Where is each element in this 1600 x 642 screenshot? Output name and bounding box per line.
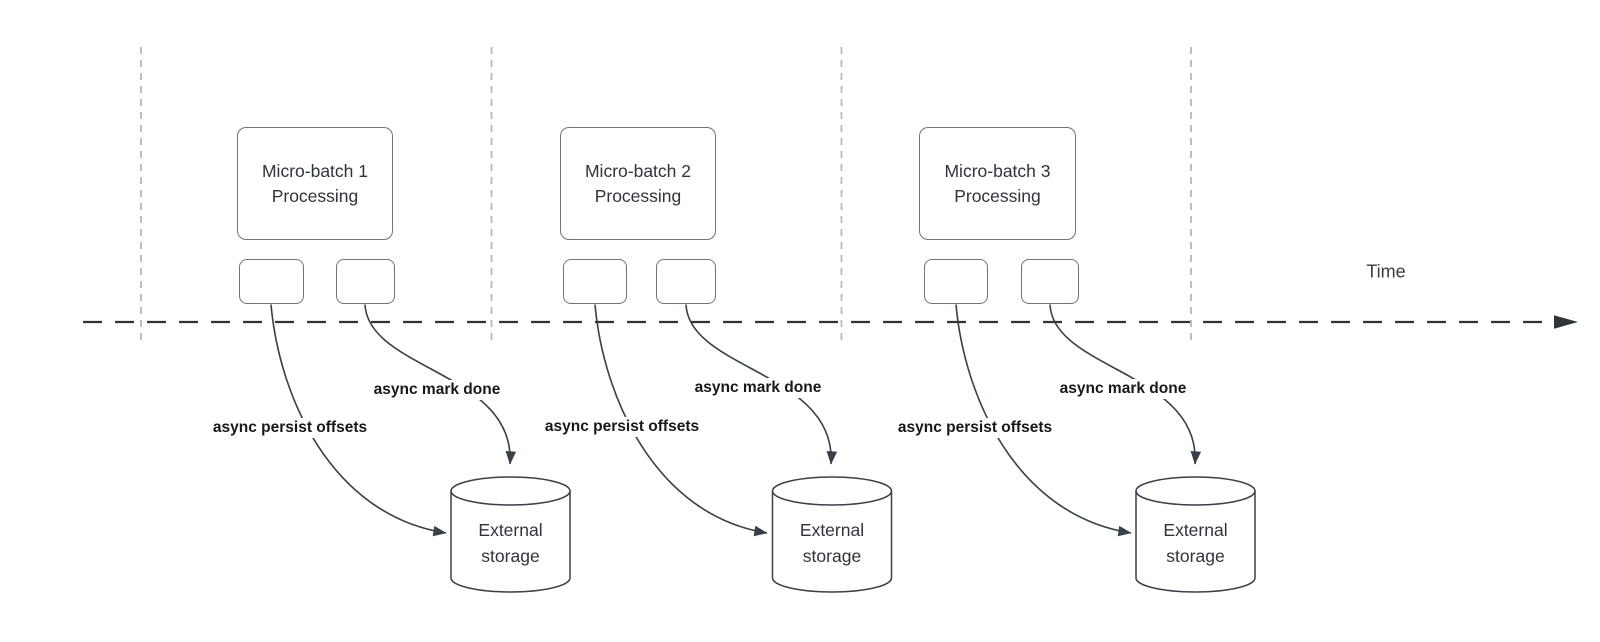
mark-done-label-3: async mark done	[1055, 379, 1191, 399]
micro-batch-1-box: Micro-batch 1 Processing	[237, 127, 393, 240]
time-axis-label: Time	[1366, 261, 1406, 282]
micro-batch-1-title-line1: Micro-batch 1	[261, 160, 368, 181]
storage-label-3-line2: storage	[1166, 546, 1225, 566]
storage-label-1-line1: External	[478, 520, 543, 540]
batch-3-offset-chip	[924, 259, 988, 304]
mark-done-label-1: async mark done	[369, 380, 505, 400]
storage-label-2-line2: storage	[802, 546, 862, 566]
storage-label-1: External storage	[478, 517, 542, 569]
persist-offsets-arrow-3	[955, 304, 1132, 537]
batch-1-offset-chip	[239, 259, 304, 304]
mark-done-arrow-2	[685, 304, 838, 465]
storage-label-3-line1: External	[1163, 520, 1228, 540]
storage-label-3: External storage	[1163, 517, 1227, 569]
storage-cylinder-3	[1135, 476, 1256, 593]
storage-label-2: External storage	[800, 517, 864, 569]
mark-done-label-2: async mark done	[690, 378, 826, 398]
micro-batch-3-title-line2: Processing	[954, 185, 1041, 206]
batch-2-offset-chip	[563, 259, 627, 304]
micro-batch-2-box: Micro-batch 2 Processing	[560, 127, 716, 240]
storage-cylinder-1	[450, 476, 571, 593]
time-axis-arrowhead	[1554, 315, 1578, 329]
storage-label-2-line1: External	[799, 520, 865, 540]
micro-batch-3-box: Micro-batch 3 Processing	[919, 127, 1076, 240]
storage-label-1-line2: storage	[481, 546, 540, 566]
micro-batch-2-title-line1: Micro-batch 2	[584, 160, 691, 181]
mark-done-arrow-1	[364, 304, 517, 465]
persist-offsets-label-2: async persist offsets	[540, 417, 704, 437]
micro-batch-3-title-line1: Micro-batch 3	[944, 160, 1051, 181]
persist-offsets-arrow-2	[594, 304, 768, 537]
batch-2-done-chip	[656, 259, 716, 304]
batch-1-done-chip	[336, 259, 395, 304]
micro-batch-2-title-line2: Processing	[594, 185, 682, 206]
storage-cylinder-2	[771, 476, 893, 593]
persist-offsets-label-1: async persist offsets	[208, 418, 372, 438]
persist-offsets-arrow-1	[270, 304, 447, 537]
batch-3-done-chip	[1021, 259, 1079, 304]
micro-batch-1-title-line2: Processing	[271, 185, 359, 206]
mark-done-arrow-3	[1049, 304, 1202, 465]
persist-offsets-label-3: async persist offsets	[893, 418, 1057, 438]
